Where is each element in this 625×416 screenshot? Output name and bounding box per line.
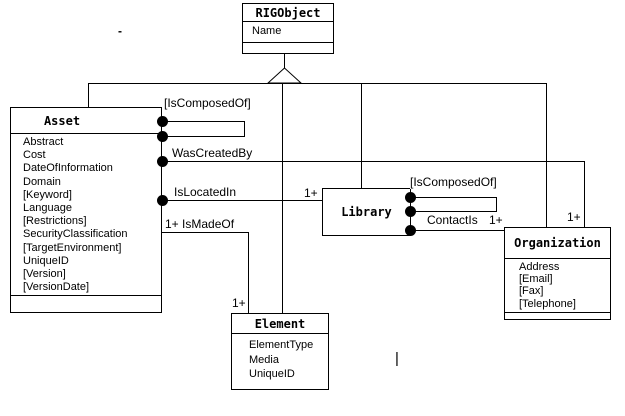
class-element: Element ElementType Media UniqueID — [231, 313, 329, 390]
class-asset-operations — [11, 296, 161, 312]
asset-attribute: [TargetEnvironment] — [23, 241, 122, 254]
wascreatedby-line — [162, 161, 584, 162]
generalization-branch-library-line — [361, 83, 362, 189]
class-organization-title: Organization — [505, 228, 610, 259]
generalization-arrowhead-icon — [267, 67, 302, 84]
association-end-dot — [405, 206, 416, 217]
library-iscomposedof-loop-right-line — [496, 197, 497, 212]
class-library-title: Library — [341, 205, 392, 219]
ismadeof-down-line — [248, 232, 249, 314]
class-rigobject-attributes: Name — [243, 22, 333, 43]
class-library: Library — [322, 188, 411, 236]
organization-attribute: [Fax] — [519, 285, 544, 298]
asset-iscomposedof-label: [IsComposedOf] — [164, 96, 251, 110]
class-asset-attributes: Abstract Cost DateOfInformation Domain [… — [11, 134, 161, 296]
asset-attribute: [Version] — [23, 268, 66, 281]
wascreatedby-label: WasCreatedBy — [172, 146, 253, 160]
association-end-dot — [157, 131, 168, 142]
ismadeof-line — [162, 232, 249, 233]
asset-attribute: UniqueID — [23, 254, 69, 267]
element-attribute: UniqueID — [249, 368, 295, 380]
islocatedin-line — [162, 200, 322, 201]
association-end-dot — [157, 195, 168, 206]
association-end-dot — [157, 156, 168, 167]
asset-attribute: Domain — [23, 175, 61, 188]
class-element-title: Element — [232, 314, 328, 334]
contactis-line — [410, 230, 505, 231]
organization-attribute: [Email] — [519, 273, 553, 286]
asset-attribute: [VersionDate] — [23, 281, 90, 294]
association-end-dot — [405, 192, 416, 203]
generalization-bus-line — [88, 83, 547, 84]
wascreatedby-organization-multiplicity: 1+ — [567, 210, 581, 224]
organization-attribute: Address — [519, 261, 560, 273]
stray-dash-mark: - — [118, 24, 122, 38]
association-end-dot — [157, 116, 168, 127]
class-rigobject: RIGObject Name — [242, 3, 334, 54]
generalization-stem-line — [284, 53, 285, 68]
asset-iscomposedof-loop-right-line — [244, 121, 245, 137]
generalization-branch-organization-line — [546, 83, 547, 228]
class-asset-title: Asset — [11, 108, 161, 134]
generalization-branch-asset-line — [88, 83, 89, 108]
rigobject-attribute: Name — [252, 25, 282, 37]
islocatedin-label: IsLocatedIn — [174, 185, 237, 199]
ismadeof-label: 1+ IsMadeOf — [165, 217, 235, 231]
asset-iscomposedof-loop-top-line — [162, 121, 244, 122]
asset-attribute: DateOfInformation — [23, 162, 113, 175]
asset-attribute: [Keyword] — [23, 188, 72, 201]
contactis-label: ContactIs — [427, 213, 478, 227]
association-end-dot — [405, 225, 416, 236]
organization-attribute: [Telephone] — [519, 297, 576, 310]
element-attribute: Media — [249, 353, 279, 366]
library-iscomposedof-label: [IsComposedOf] — [410, 175, 497, 189]
class-rigobject-operations — [243, 43, 333, 53]
asset-attribute: SecurityClassification — [23, 228, 128, 241]
element-attribute: ElementType — [249, 339, 314, 351]
library-iscomposedof-loop-bottom-line — [410, 211, 496, 212]
asset-attribute: Cost — [23, 149, 46, 162]
contactis-organization-multiplicity: 1+ — [489, 213, 503, 227]
asset-attribute: Language — [23, 202, 72, 215]
library-iscomposedof-loop-top-line — [410, 197, 496, 198]
asset-attribute: [Restrictions] — [23, 215, 87, 228]
class-organization-attributes: Address [Email] [Fax] [Telephone] — [505, 259, 610, 313]
class-organization-operations — [505, 313, 610, 319]
generalization-branch-element-line — [282, 83, 283, 314]
ismadeof-element-multiplicity: 1+ — [232, 296, 246, 310]
class-organization: Organization Address [Email] [Fax] [Tele… — [504, 227, 611, 320]
class-asset: Asset Abstract Cost DateOfInformation Do… — [10, 107, 162, 313]
wascreatedby-down-line — [584, 161, 585, 228]
asset-attribute: Abstract — [23, 136, 64, 148]
class-rigobject-title: RIGObject — [243, 4, 333, 22]
stray-bar-mark: | — [395, 350, 399, 367]
islocatedin-library-multiplicity: 1+ — [304, 186, 318, 200]
asset-iscomposedof-loop-bottom-line — [162, 136, 244, 137]
class-element-attributes: ElementType Media UniqueID — [232, 334, 328, 390]
